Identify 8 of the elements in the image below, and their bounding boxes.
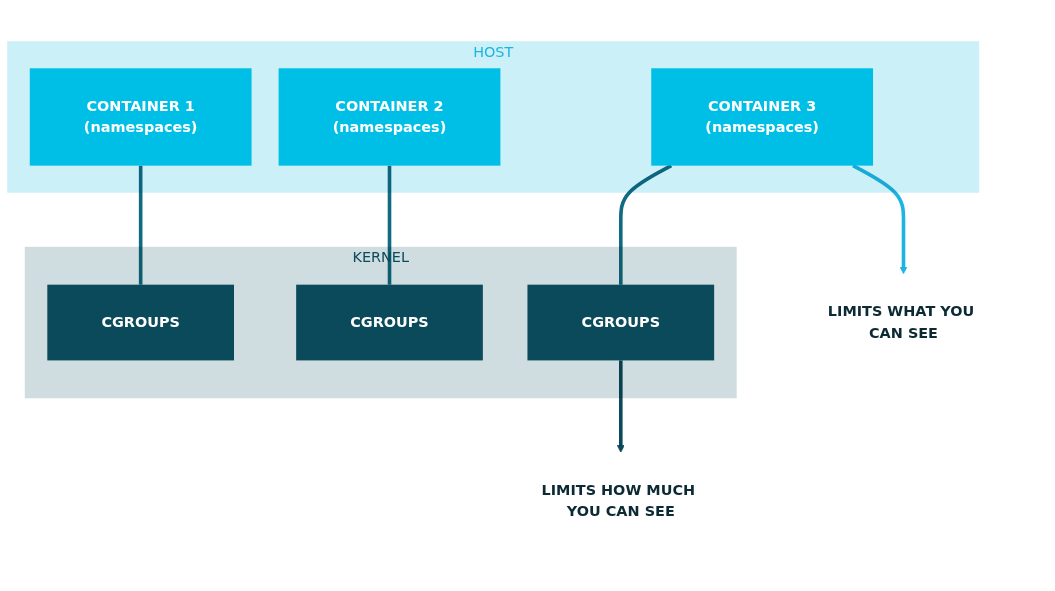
node-box: CGROUPS <box>296 284 483 361</box>
node-box: CGROUPS <box>47 284 234 361</box>
node-box: CONTAINER 2 (namespaces) <box>278 68 501 166</box>
node-text: LIMITS WHAT YOU CAN SEE <box>827 302 975 342</box>
node-box: CONTAINER 3 (namespaces) <box>651 68 874 166</box>
node-box: CONTAINER 1 (namespaces) <box>29 68 252 166</box>
node-text: LIMITS HOW MUCH YOU CAN SEE <box>541 481 696 521</box>
node-box: CGROUPS <box>527 284 715 361</box>
